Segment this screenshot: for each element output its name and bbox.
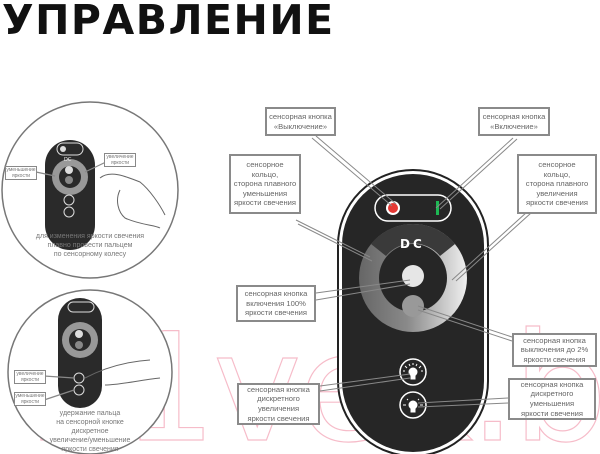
bulb-bright-icon <box>403 363 423 380</box>
callout-text: яркости свечения <box>523 354 586 364</box>
callout-text: сенсорная кнопка <box>482 111 546 121</box>
caption-text: на сенсорной кнопке <box>56 419 124 426</box>
caption-text: удержание пальца <box>59 410 121 417</box>
panel-buttons-label-decrease: уменьшение яркости <box>14 392 46 406</box>
caption-text: дискретное <box>71 428 109 435</box>
callout-text: увеличения <box>536 188 578 198</box>
callout-text: сенсорное <box>538 160 576 170</box>
callout-on-button: сенсорная кнопка «Включение» <box>478 107 550 136</box>
caption-text: для изменения яркости свечения <box>35 233 145 240</box>
callout-text: сенсорная кнопка <box>244 289 308 299</box>
callout-text: сенсорная кнопка <box>269 111 332 121</box>
panel-buttons-caption: удержание пальца на сенсорной кнопке дис… <box>30 409 150 454</box>
callout-text: яркости свечения <box>233 198 297 208</box>
callout-full-brightness: сенсорная кнопка включения 100% яркости … <box>236 285 316 322</box>
callout-text: сенсорная кнопка <box>247 384 310 394</box>
caption-text: по сенсорному колесу <box>53 251 127 258</box>
callout-text: «Выключение» <box>273 121 328 131</box>
panel-ring-label-decrease: уменьшение яркости <box>5 166 37 180</box>
brand-label: DC <box>400 237 425 251</box>
page-title: УПРАВЛЕНИЕ <box>2 0 335 44</box>
panel-ring-caption: для изменения яркости свечения плавно пр… <box>25 232 155 259</box>
label-text: яркости <box>11 173 31 179</box>
callout-text: яркости свечения <box>520 408 584 418</box>
callout-text: сенсорная кнопка <box>520 379 584 389</box>
main-remote <box>337 169 489 454</box>
callout-text: яркости свечения <box>244 308 308 318</box>
on-button-indicator <box>436 201 439 215</box>
callout-text: дискретного <box>257 394 300 404</box>
label-text: яркости <box>110 160 130 166</box>
callout-text: кольцо, <box>251 169 279 179</box>
callout-step-increase: сенсорная кнопка дискретного увеличения … <box>237 383 320 425</box>
label-text: яркости <box>20 399 40 405</box>
callout-text: уменьшения <box>242 188 288 198</box>
callout-text: увеличения <box>257 404 300 413</box>
label-text: уменьшение <box>15 393 45 399</box>
callout-text: уменьшения <box>529 399 575 408</box>
label-text: яркости <box>20 377 40 383</box>
min-brightness-button <box>402 295 424 317</box>
power-switch-frame <box>374 194 452 222</box>
caption-text: яркости свечения <box>61 446 119 453</box>
callout-text: включения 100% <box>246 298 306 308</box>
callout-text: сторона плавного <box>525 179 589 189</box>
label-text: увеличение <box>16 371 44 377</box>
callout-step-decrease: сенсорная кнопка дискретного уменьшения … <box>508 378 596 420</box>
callout-text: яркости свечения <box>525 198 589 208</box>
svg-text:DC: DC <box>64 157 72 163</box>
label-text: увеличение <box>106 154 134 160</box>
label-text: уменьшение <box>6 167 36 173</box>
panel-buttons-label-increase: увеличение яркости <box>14 370 46 384</box>
callout-text: сторона плавного <box>233 179 297 189</box>
panel-ring-illustration: DC <box>1 101 179 279</box>
panel-buttons-illustration <box>7 289 173 454</box>
callout-text: выключения до 2% <box>520 345 589 355</box>
callout-off-button: сенсорная кнопка «Выключение» <box>265 107 336 136</box>
callout-text: сенсорное <box>246 160 284 170</box>
callout-text: сенсорная кнопка <box>523 335 586 345</box>
caption-text: увеличение/уменьшение <box>49 437 131 444</box>
callout-ring-increase: сенсорное кольцо, сторона плавного увели… <box>517 154 597 214</box>
bulb-dim-icon <box>403 398 423 413</box>
leader-lines <box>295 135 532 408</box>
caption-text: плавно провести пальцем <box>47 242 133 249</box>
callout-min-brightness: сенсорная кнопка выключения до 2% яркост… <box>512 333 597 367</box>
callout-text: кольцо, <box>543 169 571 179</box>
callout-text: яркости свечения <box>247 413 310 423</box>
full-brightness-button <box>402 265 424 287</box>
off-button-indicator <box>388 203 398 213</box>
callout-text: дискретного <box>530 389 574 399</box>
callout-text: «Включение» <box>490 121 538 131</box>
callout-ring-decrease: сенсорное кольцо, сторона плавного умень… <box>229 154 301 214</box>
panel-ring-label-increase: увеличение яркости <box>104 153 136 167</box>
